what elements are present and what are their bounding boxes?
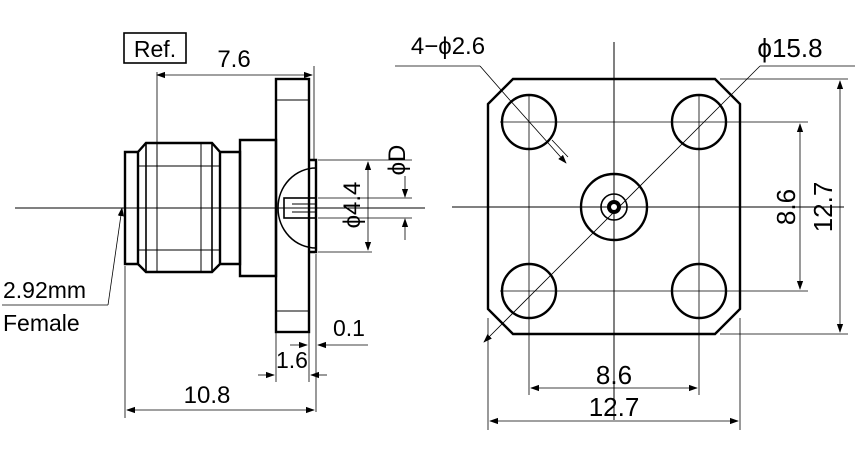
connector-type: 2.92mm [3,277,86,303]
ref-label: Ref. [134,36,176,62]
flange-front [486,77,742,336]
connector-gender: Female [3,310,80,336]
center-dielectric-circle [600,193,628,221]
bolt-circle-diagonal [483,80,746,343]
bolt-hole-bottom-right [670,262,728,320]
front-view: ϕ15.8 4−ϕ2.6 8.6 12.7 8.6 12.7 [395,33,855,430]
flange-side [274,77,318,334]
dim-pin-diameter: ϕD [384,145,411,176]
dim-overall-length: 10.8 [184,382,231,409]
bolt-hole-top-right [670,93,728,151]
flange-height: 12.7 [808,182,838,233]
hole-callout-leader [479,65,509,99]
dim-gap: 0.1 [333,315,365,341]
bolt-hole-top-left [500,93,558,151]
side-view: Ref. 7.6 ϕ4.4 ϕD 0.1 1.6 10.8 2.92mm [2,32,425,418]
connector-leader [107,207,124,306]
dim-flange-thickness: 1.6 [276,347,308,373]
hole-spacing-vertical: 8.6 [771,189,801,225]
center-body-circle [579,172,649,242]
ref-box [123,32,187,64]
hole-callout: 4−ϕ2.6 [411,33,485,60]
flange-width: 12.7 [589,392,640,422]
hole-spacing-horizontal: 8.6 [596,360,632,390]
bolt-circle: ϕ15.8 [757,33,822,63]
dim-ref-length: 7.6 [217,46,250,73]
dim-inner-diameter: ϕ4.4 [339,182,366,229]
bolt-hole-bottom-left [500,262,558,320]
